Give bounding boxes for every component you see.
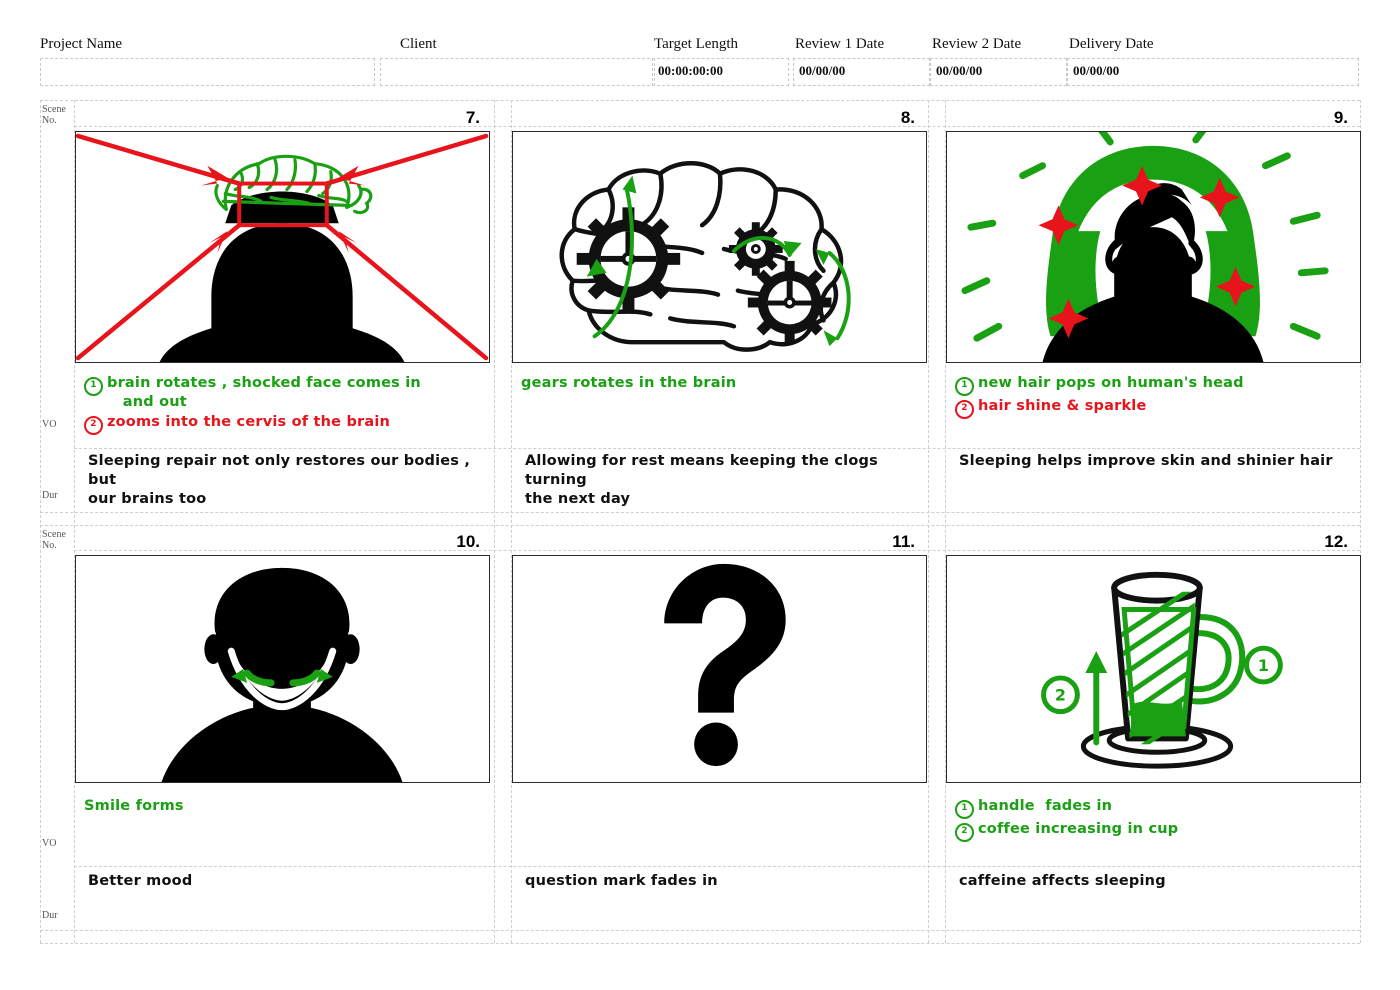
scene-vo-8: Allowing for rest means keeping the clog… [525, 453, 878, 507]
action-line: 1 brain rotates , shocked face comes in … [84, 374, 484, 412]
scene-number-8: 8. [900, 108, 915, 127]
action-text: zooms into the cervis of the brain [107, 414, 391, 430]
header-input-project-name[interactable] [40, 58, 375, 86]
scene-vo-7: Sleeping repair not only restores our bo… [88, 453, 471, 507]
scene-number-10: 10. [456, 532, 480, 551]
action-marker: 1 [955, 377, 974, 396]
svg-text:1: 1 [1258, 656, 1269, 675]
scene-number-11: 11. [892, 532, 915, 551]
svg-text:2: 2 [1055, 686, 1066, 705]
action-text: hair shine & sparkle [978, 398, 1147, 414]
scene-actions-8: gears rotates in the brain [521, 374, 921, 394]
action-line: 2 hair shine & sparkle [955, 397, 1355, 419]
header-label-delivery-date: Delivery Date [1069, 36, 1154, 52]
action-text: gears rotates in the brain [521, 375, 737, 391]
scene-number-12: 12. [1324, 532, 1348, 551]
action-marker: 2 [955, 400, 974, 419]
scene-frame-11[interactable] [512, 555, 927, 783]
scene-actions-9: 1 new hair pops on human's head 2 hair s… [955, 374, 1355, 420]
action-text: brain rotates , shocked face comes in an… [107, 375, 421, 410]
row-label-dur-bottom: Dur [42, 910, 58, 921]
header-label-review-1-date: Review 1 Date [795, 36, 885, 52]
header-value-review-1-date: 00/00/00 [799, 63, 846, 78]
action-line: gears rotates in the brain [521, 374, 921, 393]
header-input-review-1-date[interactable] [793, 58, 930, 86]
scene-frame-12[interactable]: 2 1 [946, 555, 1361, 783]
row-label-scene-no-bottom: Scene No. [42, 529, 66, 551]
header-input-target-length[interactable] [652, 58, 789, 86]
action-line: Smile forms [84, 797, 484, 816]
scene-number-9: 9. [1333, 108, 1348, 127]
action-line: 1 handle fades in [955, 797, 1355, 819]
scene-actions-10: Smile forms [84, 797, 484, 817]
action-line: 2 zooms into the cervis of the brain [84, 413, 484, 435]
row-label-vo-top: VO [42, 419, 57, 430]
row-label-scene-no-top: Scene No. [42, 104, 66, 126]
header-input-client[interactable] [380, 58, 655, 86]
scene-frame-10[interactable] [75, 555, 490, 783]
header-label-target-length: Target Length [654, 36, 739, 52]
scene-actions-7: 1 brain rotates , shocked face comes in … [84, 374, 484, 436]
action-line: 2 coffee increasing in cup [955, 820, 1355, 842]
action-marker: 2 [84, 416, 103, 435]
scene-frame-9[interactable] [946, 131, 1361, 363]
action-marker: 1 [955, 800, 974, 819]
header-value-review-2-date: 00/00/00 [936, 63, 983, 78]
scene-actions-12: 1 handle fades in 2 coffee increasing in… [955, 797, 1355, 843]
scene-frame-8[interactable] [512, 131, 927, 363]
header-value-target-length: 00:00:00:00 [658, 63, 723, 78]
action-text: Smile forms [84, 798, 184, 814]
scene-number-7: 7. [465, 108, 480, 127]
action-marker: 1 [84, 377, 103, 396]
storyboard-header: Project Name Client Target Length 00:00:… [0, 30, 1400, 92]
scene-vo-10: Better mood [88, 873, 193, 889]
header-label-review-2-date: Review 2 Date [932, 36, 1022, 52]
row-label-dur-top: Dur [42, 490, 58, 501]
action-text: new hair pops on human's head [978, 375, 1244, 391]
action-text: handle fades in [978, 798, 1113, 814]
header-value-delivery-date: 00/00/00 [1073, 63, 1120, 78]
header-label-client: Client [400, 36, 437, 52]
action-marker: 2 [955, 823, 974, 842]
header-input-review-2-date[interactable] [930, 58, 1067, 86]
header-label-project-name: Project Name [40, 36, 123, 52]
row-label-vo-bottom: VO [42, 838, 57, 849]
scene-vo-11: question mark fades in [525, 873, 718, 889]
scene-vo-12: caffeine affects sleeping [959, 873, 1166, 889]
scene-frame-7[interactable] [75, 131, 490, 363]
scene-vo-9: Sleeping helps improve skin and shinier … [959, 453, 1333, 469]
action-text: coffee increasing in cup [978, 821, 1179, 837]
action-line: 1 new hair pops on human's head [955, 374, 1355, 396]
header-input-delivery-date[interactable] [1067, 58, 1359, 86]
